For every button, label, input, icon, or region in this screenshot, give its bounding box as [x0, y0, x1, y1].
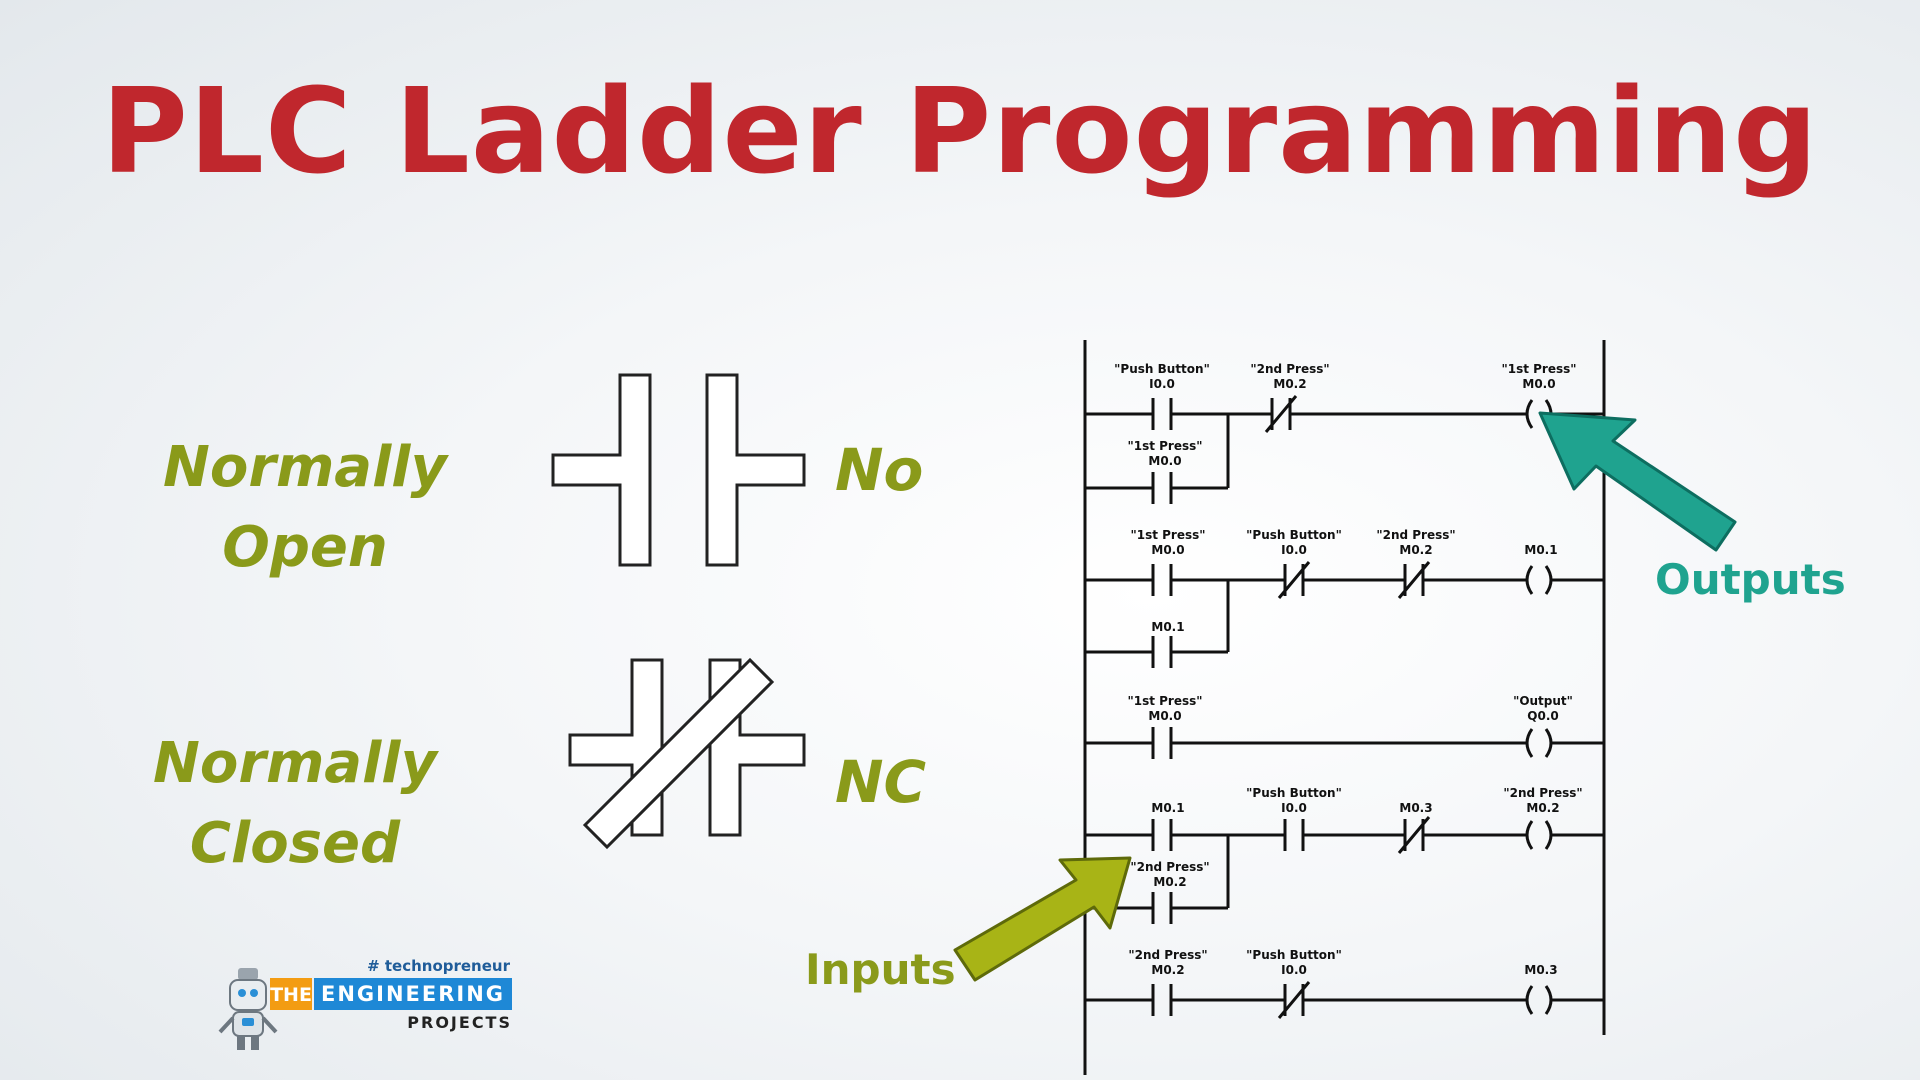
normally-closed-line1: Normally	[153, 731, 437, 796]
ladder-label: I0.0	[1281, 801, 1307, 815]
no-abbreviation: No	[835, 436, 924, 504]
normally-open-label: Normally Open	[150, 428, 460, 588]
ladder-label: "Push Button"	[1246, 948, 1342, 962]
robot-mascot-icon	[218, 968, 278, 1050]
ladder-label: M0.2	[1153, 875, 1186, 889]
ladder-label: M0.0	[1148, 454, 1181, 468]
engineering-projects-logo: # technopreneur THE ENGINEERING PROJECTS	[218, 957, 512, 1050]
normally-closed-symbol	[568, 657, 806, 850]
ladder-label: "Push Button"	[1114, 362, 1210, 376]
ladder-label: "1st Press"	[1127, 439, 1202, 453]
page-title: PLC Ladder Programming	[101, 62, 1819, 200]
ladder-label: I0.0	[1281, 543, 1307, 557]
ladder-label: I0.0	[1281, 963, 1307, 977]
logo-engineering: ENGINEERING	[321, 982, 505, 1006]
ladder-label: M0.2	[1399, 543, 1432, 557]
ladder-label: M0.3	[1524, 963, 1557, 977]
rung-4	[1085, 816, 1604, 924]
normally-open-line2: Open	[222, 515, 388, 580]
ladder-label: M0.3	[1399, 801, 1432, 815]
inputs-arrow-icon	[953, 856, 1132, 982]
rung-2	[1085, 561, 1604, 668]
ladder-label: "Push Button"	[1246, 528, 1342, 542]
ladder-label: M0.1	[1151, 620, 1184, 634]
ladder-label: "Push Button"	[1246, 786, 1342, 800]
ladder-label: M0.0	[1151, 543, 1184, 557]
ladder-label: M0.2	[1151, 963, 1184, 977]
rung-3	[1085, 727, 1604, 759]
nc-abbreviation: NC	[835, 748, 927, 816]
ladder-label: M0.0	[1148, 709, 1181, 723]
ladder-label: "Output"	[1513, 694, 1573, 708]
inputs-callout-label: Inputs	[805, 945, 956, 994]
ladder-labels: "Push Button" I0.0 "2nd Press" M0.2 "1st…	[1114, 362, 1582, 977]
normally-closed-label: Normally Closed	[140, 724, 450, 884]
ladder-label: "2nd Press"	[1503, 786, 1582, 800]
ladder-label: M0.1	[1524, 543, 1557, 557]
outputs-callout-label: Outputs	[1655, 555, 1846, 604]
ladder-label: Q0.0	[1527, 709, 1558, 723]
outputs-arrow-icon	[1538, 411, 1737, 552]
normally-open-symbol	[551, 373, 806, 567]
ladder-label: "1st Press"	[1130, 528, 1205, 542]
normally-open-line1: Normally	[163, 435, 447, 500]
ladder-label: "2nd Press"	[1130, 860, 1209, 874]
ladder-label: "2nd Press"	[1376, 528, 1455, 542]
ladder-label: M0.2	[1526, 801, 1559, 815]
ladder-label: "2nd Press"	[1250, 362, 1329, 376]
ladder-label: M0.2	[1273, 377, 1306, 391]
logo-tagline: # technopreneur	[367, 957, 511, 975]
ladder-label: M0.0	[1522, 377, 1555, 391]
ladder-label: "2nd Press"	[1128, 948, 1207, 962]
logo-projects: PROJECTS	[407, 1013, 512, 1032]
ladder-label: I0.0	[1149, 377, 1175, 391]
ladder-label: "1st Press"	[1127, 694, 1202, 708]
ladder-label: "1st Press"	[1501, 362, 1576, 376]
logo-the: THE	[270, 984, 312, 1006]
rung-5	[1085, 981, 1604, 1019]
ladder-label: M0.1	[1151, 801, 1184, 815]
normally-closed-line2: Closed	[189, 811, 401, 876]
